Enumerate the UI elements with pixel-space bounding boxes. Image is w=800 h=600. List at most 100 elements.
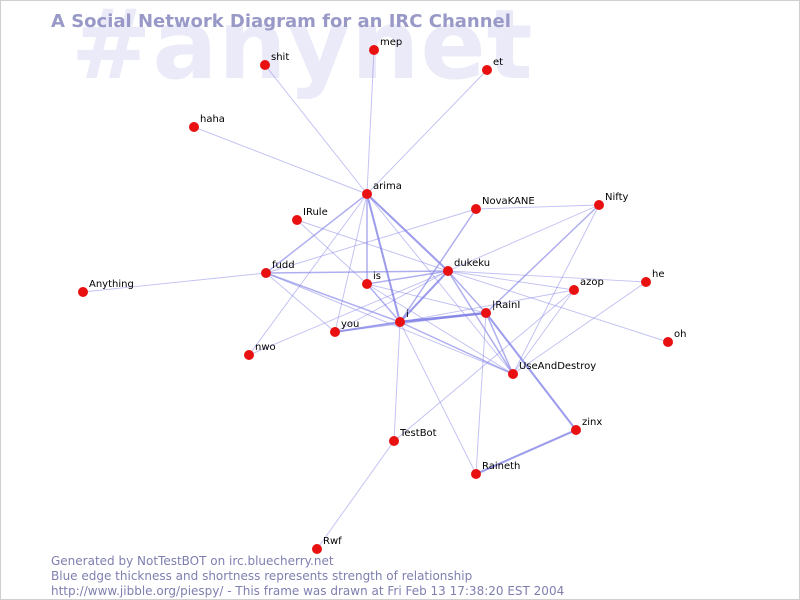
node-mep: mep bbox=[369, 37, 402, 55]
node-nwo: nwo bbox=[244, 342, 276, 360]
node-label: nwo bbox=[255, 342, 276, 353]
node-label: oh bbox=[674, 329, 686, 340]
node-dot bbox=[369, 45, 379, 55]
edge-is-IRainI bbox=[366, 283, 487, 314]
node-UseAndDestroy: UseAndDestroy bbox=[508, 361, 596, 379]
footer-legend-note: Blue edge thickness and shortness repres… bbox=[51, 569, 473, 583]
node-Anything: Anything bbox=[78, 279, 134, 297]
node-label: et bbox=[493, 57, 503, 68]
edge-is-UseAndDestroy bbox=[366, 283, 514, 375]
node-he: he bbox=[641, 269, 665, 287]
edge-IRainI-Raineth bbox=[475, 312, 487, 475]
edge-i-IRainI bbox=[399, 311, 487, 324]
node-IRainI: |RainI bbox=[481, 300, 520, 318]
node-arima: arima bbox=[362, 181, 402, 199]
node-dot bbox=[508, 369, 518, 379]
node-dot bbox=[481, 308, 491, 318]
node-dot bbox=[594, 200, 604, 210]
node-label: NovaKANE bbox=[482, 196, 535, 207]
node-label: arima bbox=[373, 181, 402, 192]
diagram-title: A Social Network Diagram for an IRC Chan… bbox=[51, 11, 511, 32]
edge-dukeku-you bbox=[334, 270, 449, 333]
node-dot bbox=[641, 277, 651, 287]
node-dot bbox=[395, 317, 405, 327]
edge-arima-i bbox=[366, 193, 401, 323]
node-label: TestBot bbox=[399, 428, 437, 439]
node-dukeku: dukeku bbox=[443, 258, 490, 276]
node-label: |RainI bbox=[492, 300, 520, 311]
edge-arima-shit bbox=[264, 64, 368, 195]
edge-i-Raineth bbox=[399, 321, 477, 475]
edge-arima-et bbox=[366, 69, 488, 195]
node-dot bbox=[571, 425, 581, 435]
node-i: i bbox=[395, 309, 409, 327]
edge-IRule-dukeku bbox=[296, 219, 449, 272]
edge-Nifty-dukeku bbox=[447, 204, 600, 272]
node-label: haha bbox=[200, 114, 225, 125]
node-dot bbox=[471, 469, 481, 479]
node-label: dukeku bbox=[454, 258, 490, 269]
node-dot bbox=[189, 122, 199, 132]
node-dot bbox=[569, 285, 579, 295]
edge-arima-mep bbox=[366, 49, 375, 195]
edge-arima-fudd bbox=[265, 193, 368, 274]
footer: Generated by NotTestBOT on irc.bluecherr… bbox=[51, 554, 564, 599]
channel-watermark: #anynet bbox=[71, 0, 534, 101]
node-label: i bbox=[406, 309, 409, 320]
node-dot bbox=[482, 65, 492, 75]
node-Nifty: Nifty bbox=[594, 192, 629, 210]
edge-fudd-i bbox=[265, 272, 401, 323]
edge-dukeku-UseAndDestroy bbox=[447, 270, 514, 375]
edge-arima-you bbox=[334, 193, 368, 333]
node-you: you bbox=[330, 319, 359, 337]
node-is: is bbox=[362, 271, 381, 289]
node-label: you bbox=[341, 319, 359, 330]
node-Raineth: Raineth bbox=[471, 461, 520, 479]
edge-arima-nwo bbox=[248, 193, 368, 356]
node-et: et bbox=[482, 57, 503, 75]
node-dot bbox=[330, 327, 340, 337]
edge-arima-haha bbox=[193, 126, 368, 195]
edge-IRainI-zinx bbox=[485, 312, 577, 431]
node-shit: shit bbox=[260, 52, 289, 70]
edge-dukeku-IRainI bbox=[447, 270, 487, 314]
footer-url-timestamp: http://www.jibble.org/piespy/ - This fra… bbox=[51, 584, 565, 598]
edge-TestBot-azop bbox=[393, 289, 575, 442]
edge-UseAndDestroy-he bbox=[512, 281, 647, 375]
edge-NovaKANE-Nifty bbox=[475, 204, 600, 210]
node-NovaKANE: NovaKANE bbox=[471, 196, 535, 214]
node-dot bbox=[244, 350, 254, 360]
edge-Nifty-IRainI bbox=[485, 204, 600, 314]
node-dot bbox=[260, 60, 270, 70]
node-label: fudd bbox=[272, 260, 295, 271]
edge-i-you bbox=[334, 320, 401, 334]
node-haha: haha bbox=[189, 114, 225, 132]
node-label: UseAndDestroy bbox=[519, 361, 596, 372]
node-label: zinx bbox=[582, 417, 602, 428]
node-label: Rwf bbox=[323, 536, 342, 547]
edge-fudd-you bbox=[265, 272, 336, 333]
edge-NovaKANE-fudd bbox=[265, 208, 477, 274]
node-TestBot: TestBot bbox=[389, 428, 437, 446]
edge-TestBot-Rwf bbox=[316, 440, 395, 550]
node-dot bbox=[362, 279, 372, 289]
node-Rwf: Rwf bbox=[312, 536, 342, 554]
node-label: is bbox=[373, 271, 381, 282]
node-dot bbox=[312, 544, 322, 554]
edge-dukeku-nwo bbox=[248, 270, 449, 356]
node-dot bbox=[663, 337, 673, 347]
node-IRule: IRule bbox=[292, 207, 328, 225]
edge-i-azop bbox=[399, 289, 575, 323]
edge-IRainI-you bbox=[334, 312, 487, 333]
edge-NovaKANE-i bbox=[399, 208, 477, 323]
edge-IRainI-UseAndDestroy bbox=[485, 312, 514, 375]
edge-dukeku-he bbox=[447, 270, 647, 283]
node-label: shit bbox=[271, 52, 289, 63]
edge-Nifty-UseAndDestroy bbox=[512, 204, 600, 375]
node-label: mep bbox=[380, 37, 402, 48]
edge-arima-UseAndDestroy bbox=[366, 193, 514, 375]
edge-arima-dukeku bbox=[366, 193, 449, 272]
